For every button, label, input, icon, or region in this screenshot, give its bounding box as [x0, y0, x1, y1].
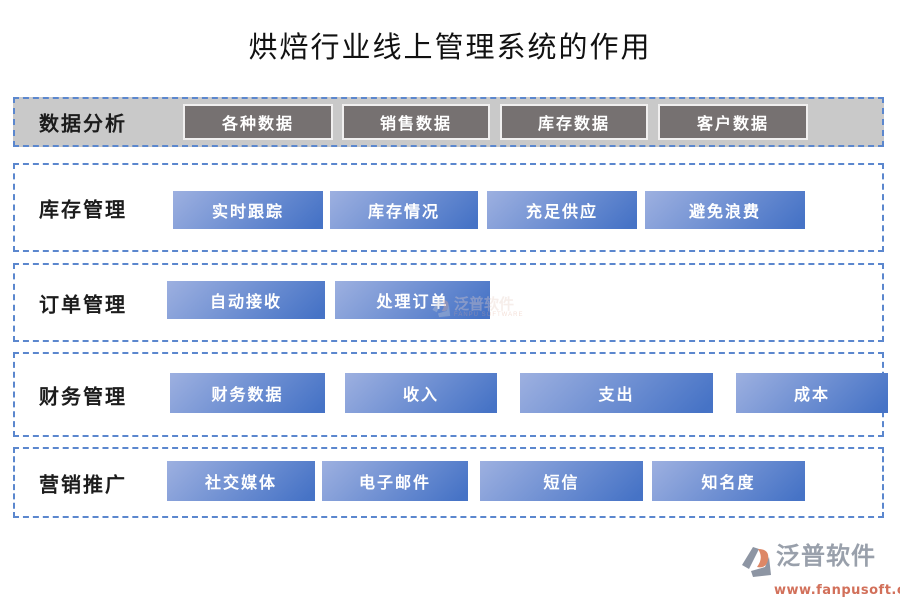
- node-realtime-tracking: 实时跟踪: [173, 191, 323, 229]
- node-inventory-status: 库存情况: [330, 191, 478, 229]
- node-customer-data: 客户数据: [658, 104, 808, 140]
- node-social-media: 社交媒体: [167, 461, 315, 501]
- node-sufficient-supply: 充足供应: [487, 191, 637, 229]
- node-auto-receive: 自动接收: [167, 281, 325, 319]
- row-order-management: 订单管理 自动接收 处理订单: [13, 263, 884, 342]
- row-label-inventory-management: 库存管理: [39, 197, 127, 221]
- row-label-order-management: 订单管理: [39, 292, 127, 316]
- row-finance-management: 财务管理 财务数据 收入 支出 成本: [13, 352, 888, 437]
- node-expenses: 支出: [520, 373, 713, 413]
- node-process-orders: 处理订单: [335, 281, 490, 319]
- row-marketing-promotion: 营销推广 社交媒体 电子邮件 短信 知名度: [13, 447, 884, 518]
- node-inventory-data: 库存数据: [500, 104, 648, 140]
- fanpu-logo: 泛普软件 www.fanpusoft.com: [738, 542, 900, 598]
- row-label-marketing-promotion: 营销推广: [39, 472, 127, 496]
- node-email: 电子邮件: [322, 461, 468, 501]
- row-label-data-analysis: 数据分析: [39, 111, 127, 136]
- node-income: 收入: [345, 373, 497, 413]
- node-avoid-waste: 避免浪费: [645, 191, 805, 229]
- row-label-finance-management: 财务管理: [39, 384, 127, 408]
- node-sms: 短信: [480, 461, 643, 501]
- node-sales-data: 销售数据: [342, 104, 490, 140]
- fanpu-logo-icon: [738, 544, 774, 585]
- node-finance-data: 财务数据: [170, 373, 325, 413]
- node-brand-awareness: 知名度: [652, 461, 805, 501]
- fanpu-logo-url: www.fanpusoft.com: [774, 583, 900, 598]
- node-cost: 成本: [736, 373, 888, 413]
- row-data-analysis: 数据分析 各种数据 销售数据 库存数据 客户数据: [13, 97, 884, 147]
- page-title: 烘焙行业线上管理系统的作用: [248, 30, 652, 64]
- node-various-data: 各种数据: [183, 104, 333, 140]
- row-inventory-management: 库存管理 实时跟踪 库存情况 充足供应 避免浪费: [13, 163, 884, 252]
- fanpu-logo-name: 泛普软件: [776, 542, 876, 570]
